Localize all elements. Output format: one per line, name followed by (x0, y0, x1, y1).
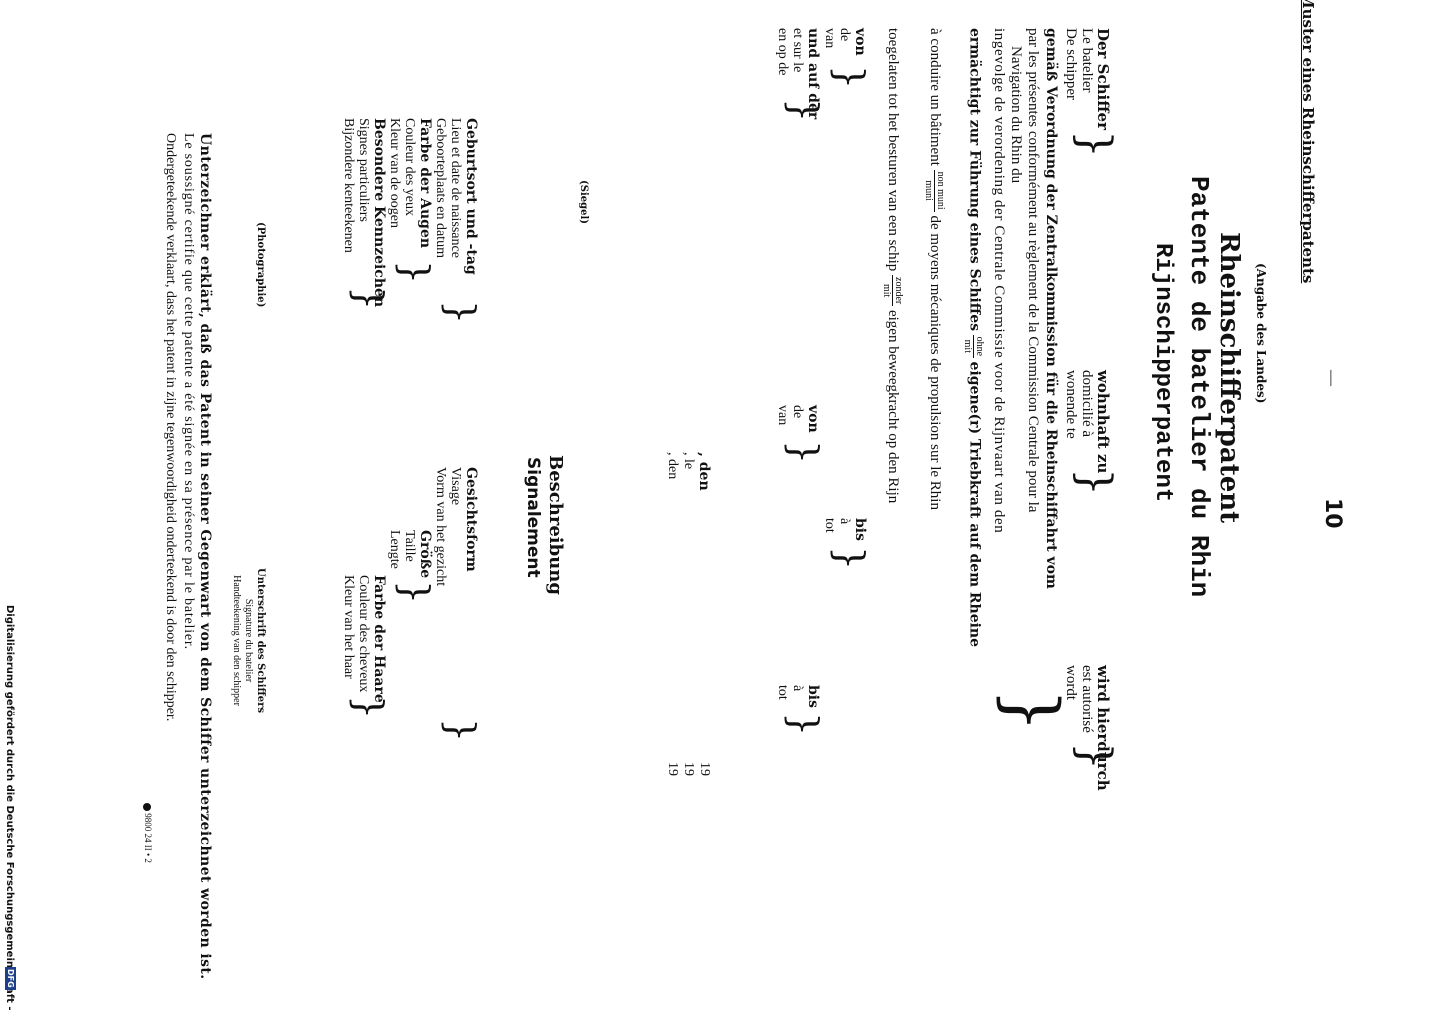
signature-caption: Unterschrift des Schiffers Signature du … (231, 568, 266, 714)
regulation-nl: ingevolge de verordening der Centrale Co… (991, 28, 1007, 534)
date-places: , den , le , den (665, 452, 712, 491)
residence-brace: } (1069, 468, 1120, 496)
model-title: Muster eines Rheinschifferpatents (1299, 0, 1317, 284)
title-fr: Patente de batelier du Rhin (1184, 176, 1214, 598)
birth-brace: } (439, 300, 483, 325)
birth-labels: Geburtsort und -tag Lieu et date de nais… (433, 118, 479, 275)
certification-fr: Le soussigné certifie que cette patente … (181, 133, 196, 650)
size-brace: } (393, 580, 437, 605)
route-von: von de van (822, 28, 868, 56)
digitization-note: Digitalisierung gefördert durch die Deut… (4, 605, 15, 1011)
face-labels: Gesichtsform Visage Vorm van het gezicht (433, 467, 479, 587)
route-und-auf-brace: } (782, 98, 826, 123)
marks-brace: } (347, 286, 391, 311)
authorization-nl: toegelaten tot het besturen van een schi… (881, 28, 904, 504)
authorization-de: ermächtigt zur Führung eines Schiffes oh… (962, 28, 985, 648)
holder-residence: wohnhaft zu domicilié à wonende te (1063, 370, 1112, 474)
route-von-brace: } (828, 65, 872, 90)
title-nl: Rijnschipperpatent (1149, 243, 1176, 503)
size-labels: Größe Taille Lengte (387, 530, 433, 579)
route-bis-2-brace: } (782, 712, 826, 737)
printer-logo-icon (143, 803, 152, 811)
date-years: 19 19 19 (665, 762, 712, 776)
certification-de: Unterzeichner erklärt, daß das Patent in… (197, 133, 213, 980)
route-bis-2: bis à tot (775, 685, 821, 708)
route-von-2-brace: } (782, 440, 826, 465)
country-note: (Angabe des Landes) (1254, 263, 1268, 404)
regulation-brace: } (991, 688, 1073, 733)
dfg-logo: DFG (5, 967, 16, 990)
route-bis-1: bis à tot (822, 518, 868, 541)
regulation-fr-2: Navigation du Rhin du (1008, 46, 1024, 184)
holder-brace: } (1069, 130, 1120, 158)
printer-mark: 9800 24 II • 2 (143, 803, 153, 863)
page-number: 10 (1320, 498, 1345, 529)
certification-nl: Ondergeteekende verklaart, dass het pate… (163, 133, 178, 722)
route-von-2: von de van (775, 405, 821, 433)
hair-labels: Farbe der Haare Couleur des cheveux Kleu… (341, 575, 387, 703)
description-heading-de: Beschreibung (545, 455, 566, 595)
eyes-labels: Farbe der Augen Couleur des yeux Kleur v… (387, 118, 433, 249)
photo-placeholder: (Photographie) (255, 222, 266, 308)
holder-labels: Der Schiffer Le batelier De schipper (1063, 28, 1112, 131)
regulation-de: gemäß Verordnung der Zentralkommission f… (1043, 28, 1059, 589)
regulation-fr-1: par les présentes conformément au règlem… (1025, 28, 1041, 513)
seal-placeholder: (Siegel) (578, 180, 589, 224)
eyes-brace: } (393, 260, 437, 285)
marks-labels: Besondere Kennzeichen Signes particulier… (341, 118, 387, 308)
face-brace: } (439, 718, 483, 743)
hair-brace: } (347, 695, 391, 720)
description-heading-fr: Signalement (523, 457, 543, 578)
authorized-brace: } (1069, 742, 1120, 770)
title-de: Rheinschifferpatent (1214, 232, 1244, 524)
route-bis-1-brace: } (828, 546, 872, 571)
header-dash: — (1323, 370, 1340, 386)
